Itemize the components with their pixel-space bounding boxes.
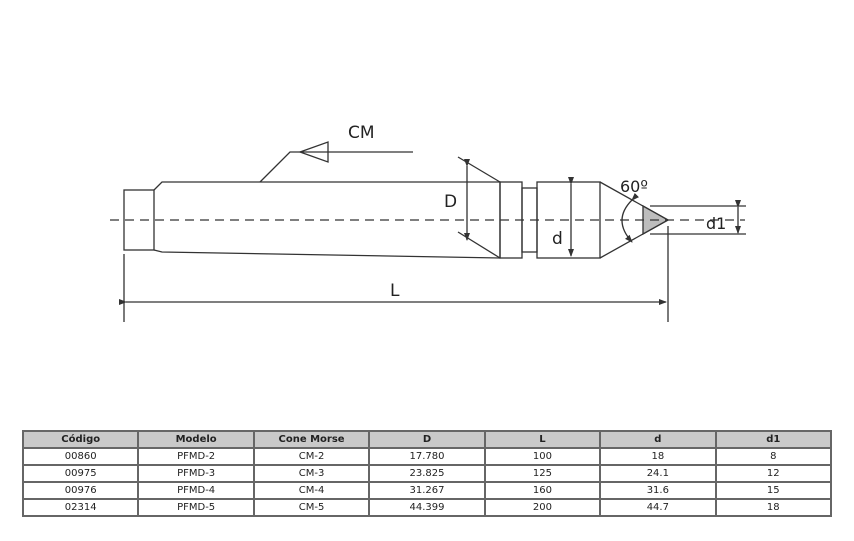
label-cm: CM <box>348 123 375 143</box>
table-cell: 18 <box>714 498 833 517</box>
table-cell: PFMD-5 <box>137 498 255 517</box>
table-cell: 00975 <box>21 464 140 483</box>
table-cell: 15 <box>714 481 833 500</box>
label-d: d <box>552 229 563 249</box>
table-cell: 24.1 <box>599 464 717 483</box>
table-cell: CM-3 <box>252 464 371 483</box>
table-cell: PFMD-3 <box>137 464 255 483</box>
table-cell: 17.780 <box>368 447 486 466</box>
col-header: L <box>483 430 602 449</box>
table-cell: 8 <box>714 447 833 466</box>
table-cell: CM-5 <box>252 498 371 517</box>
table-cell: CM-4 <box>252 481 371 500</box>
cm-taper-symbol <box>298 141 329 163</box>
table-cell: 44.399 <box>368 498 486 517</box>
table-cell: 00860 <box>21 447 140 466</box>
table-cell: CM-2 <box>252 447 371 466</box>
table-cell: 23.825 <box>368 464 486 483</box>
table-cell: 160 <box>483 481 602 500</box>
angle-arc <box>621 192 640 243</box>
label-L: L <box>390 281 400 301</box>
table-header-row: Código Modelo Cone Morse D L d d1 <box>21 430 833 449</box>
col-header: Modelo <box>137 430 255 449</box>
col-header: d <box>599 430 717 449</box>
table-cell: 31.267 <box>368 481 486 500</box>
table-cell: PFMD-4 <box>137 481 255 500</box>
table-cell: 12 <box>714 464 833 483</box>
table-cell: 18 <box>599 447 717 466</box>
table-cell: 02314 <box>21 498 140 517</box>
table-cell: PFMD-2 <box>137 447 255 466</box>
table-cell: 200 <box>483 498 602 517</box>
table-cell: 125 <box>483 464 602 483</box>
table-cell: 100 <box>483 447 602 466</box>
label-D: D <box>444 192 457 212</box>
col-header: D <box>368 430 486 449</box>
table-cell: 44.7 <box>599 498 717 517</box>
shank-end <box>123 189 155 251</box>
cm-leader <box>259 151 413 183</box>
morse-taper-center-drawing: CM D d 60º d1 L <box>110 123 746 322</box>
col-header: Código <box>21 430 140 449</box>
label-angle: 60º <box>620 177 648 196</box>
table-cell: 31.6 <box>599 481 717 500</box>
table-cell: 00976 <box>21 481 140 500</box>
col-header: Cone Morse <box>252 430 371 449</box>
col-header: d1 <box>714 430 833 449</box>
label-d1: d1 <box>706 214 726 233</box>
